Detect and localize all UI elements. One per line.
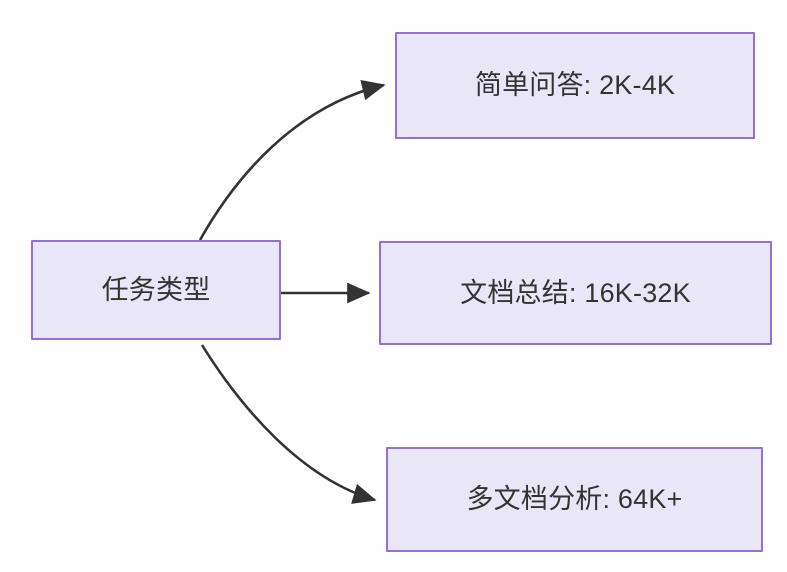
node-multi-doc-label: 多文档分析: 64K+ [466, 484, 683, 515]
node-doc-summary-label: 文档总结: 16K-32K [460, 277, 691, 308]
edge-root-to-multi-doc [200, 344, 377, 504]
node-multi-doc[interactable]: 多文档分析: 64K+ [386, 447, 763, 552]
edge-root-to-simple-qa [198, 79, 386, 241]
node-simple-qa-label: 简单问答: 2K-4K [474, 70, 676, 101]
node-simple-qa[interactable]: 简单问答: 2K-4K [395, 32, 755, 139]
node-task-type-label: 任务类型 [101, 274, 211, 305]
node-task-type[interactable]: 任务类型 [31, 240, 281, 340]
node-doc-summary[interactable]: 文档总结: 16K-32K [379, 241, 772, 345]
